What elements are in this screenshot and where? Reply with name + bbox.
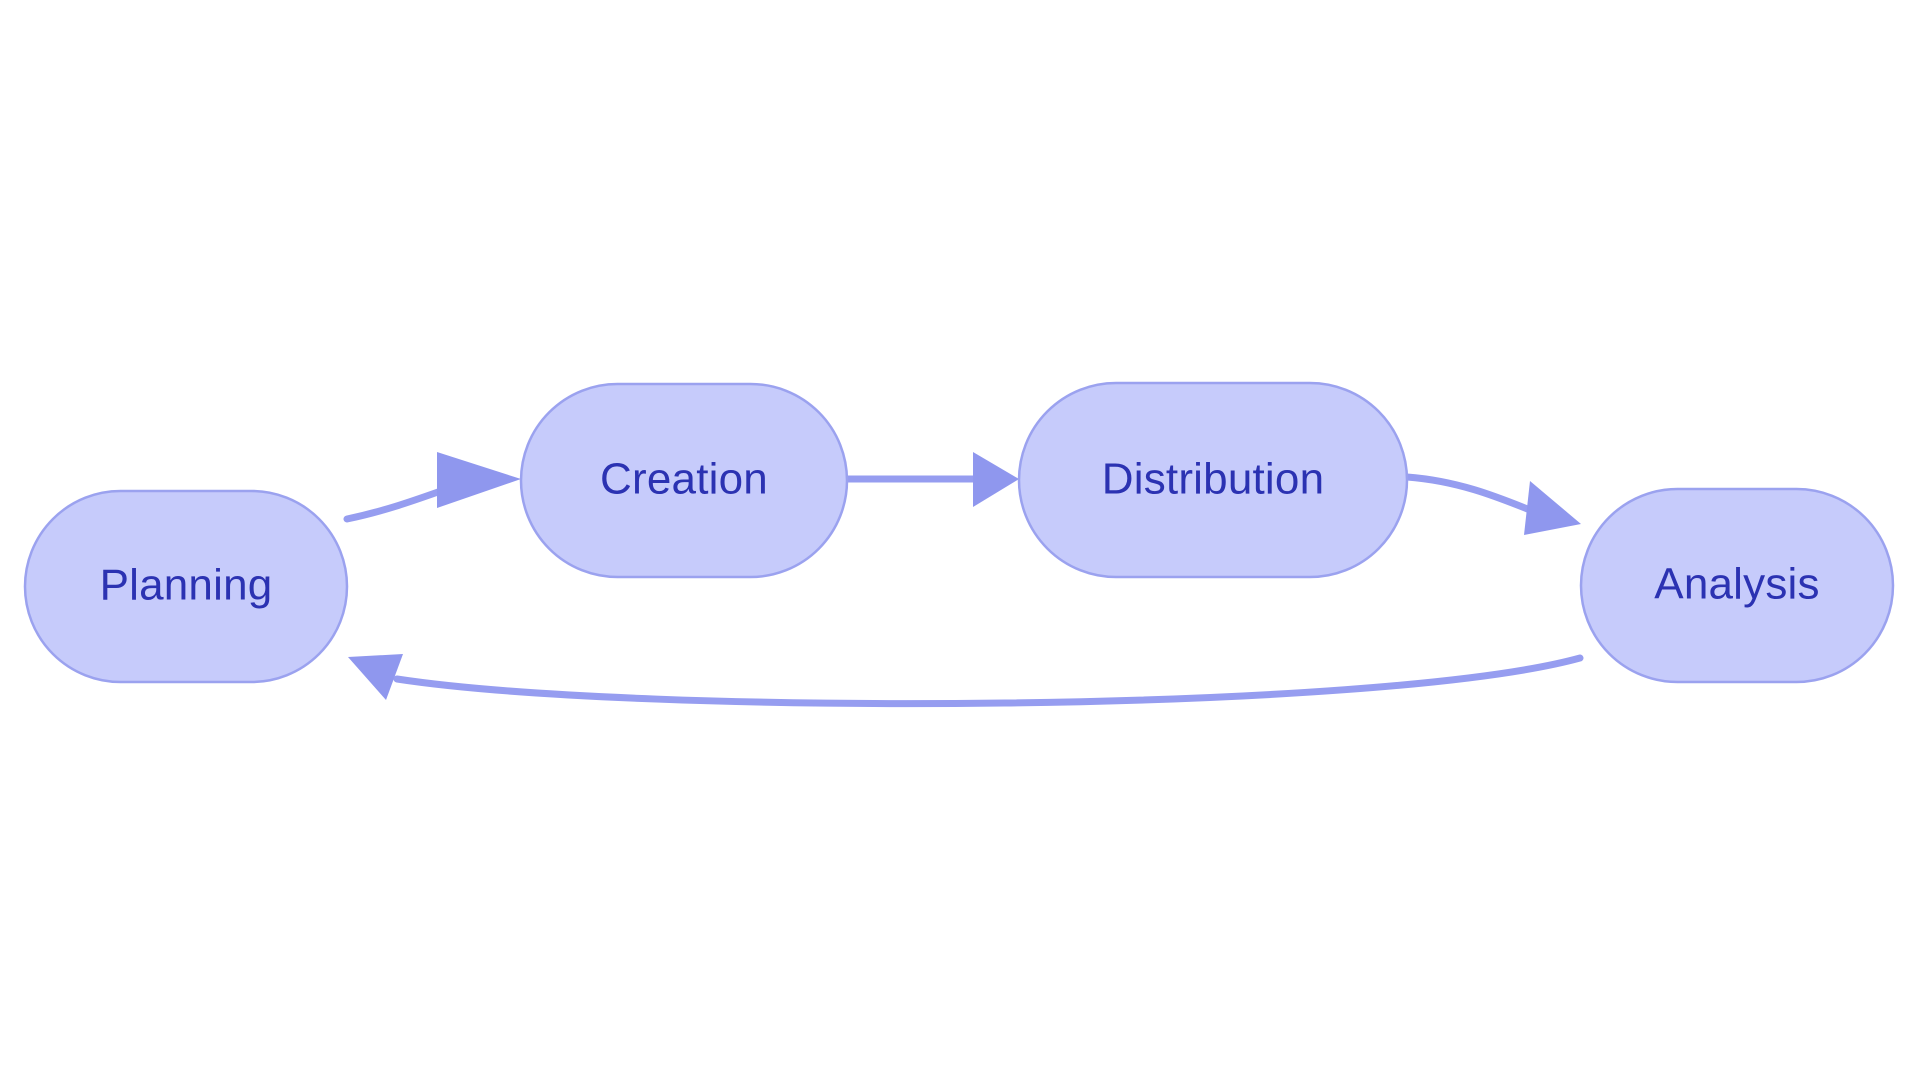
edge-creation-to-distribution-arrowhead-icon — [973, 452, 1019, 507]
node-distribution[interactable]: Distribution — [1017, 381, 1409, 579]
node-planning-label: Planning — [100, 561, 273, 610]
edge-distribution-to-analysis-arrowhead-icon — [1524, 481, 1581, 535]
edge-planning-to-creation-arrowhead-icon — [437, 452, 521, 508]
edge-distribution-to-analysis[interactable] — [1403, 473, 1581, 535]
node-analysis-shape — [1579, 487, 1895, 684]
node-creation[interactable]: Creation — [519, 382, 849, 579]
edge-creation-to-distribution[interactable] — [843, 452, 1019, 507]
node-distribution-shape — [1017, 381, 1409, 579]
node-analysis-label: Analysis — [1654, 560, 1819, 609]
node-planning[interactable]: Planning — [23, 489, 349, 684]
node-planning-shape — [23, 489, 349, 684]
edge-analysis-to-planning-arrowhead-icon — [348, 654, 403, 700]
node-creation-label: Creation — [600, 455, 768, 504]
node-layer: Planning Creation Distribution Analysis — [23, 381, 1895, 684]
node-analysis[interactable]: Analysis — [1579, 487, 1895, 684]
node-creation-shape — [519, 382, 849, 579]
edge-layer — [343, 452, 1584, 708]
edge-analysis-to-planning[interactable] — [348, 654, 1584, 708]
node-distribution-label: Distribution — [1102, 455, 1325, 504]
edge-distribution-to-analysis-line — [1403, 473, 1539, 516]
edge-analysis-to-planning-line — [393, 654, 1584, 708]
edge-planning-to-creation[interactable] — [343, 452, 521, 523]
